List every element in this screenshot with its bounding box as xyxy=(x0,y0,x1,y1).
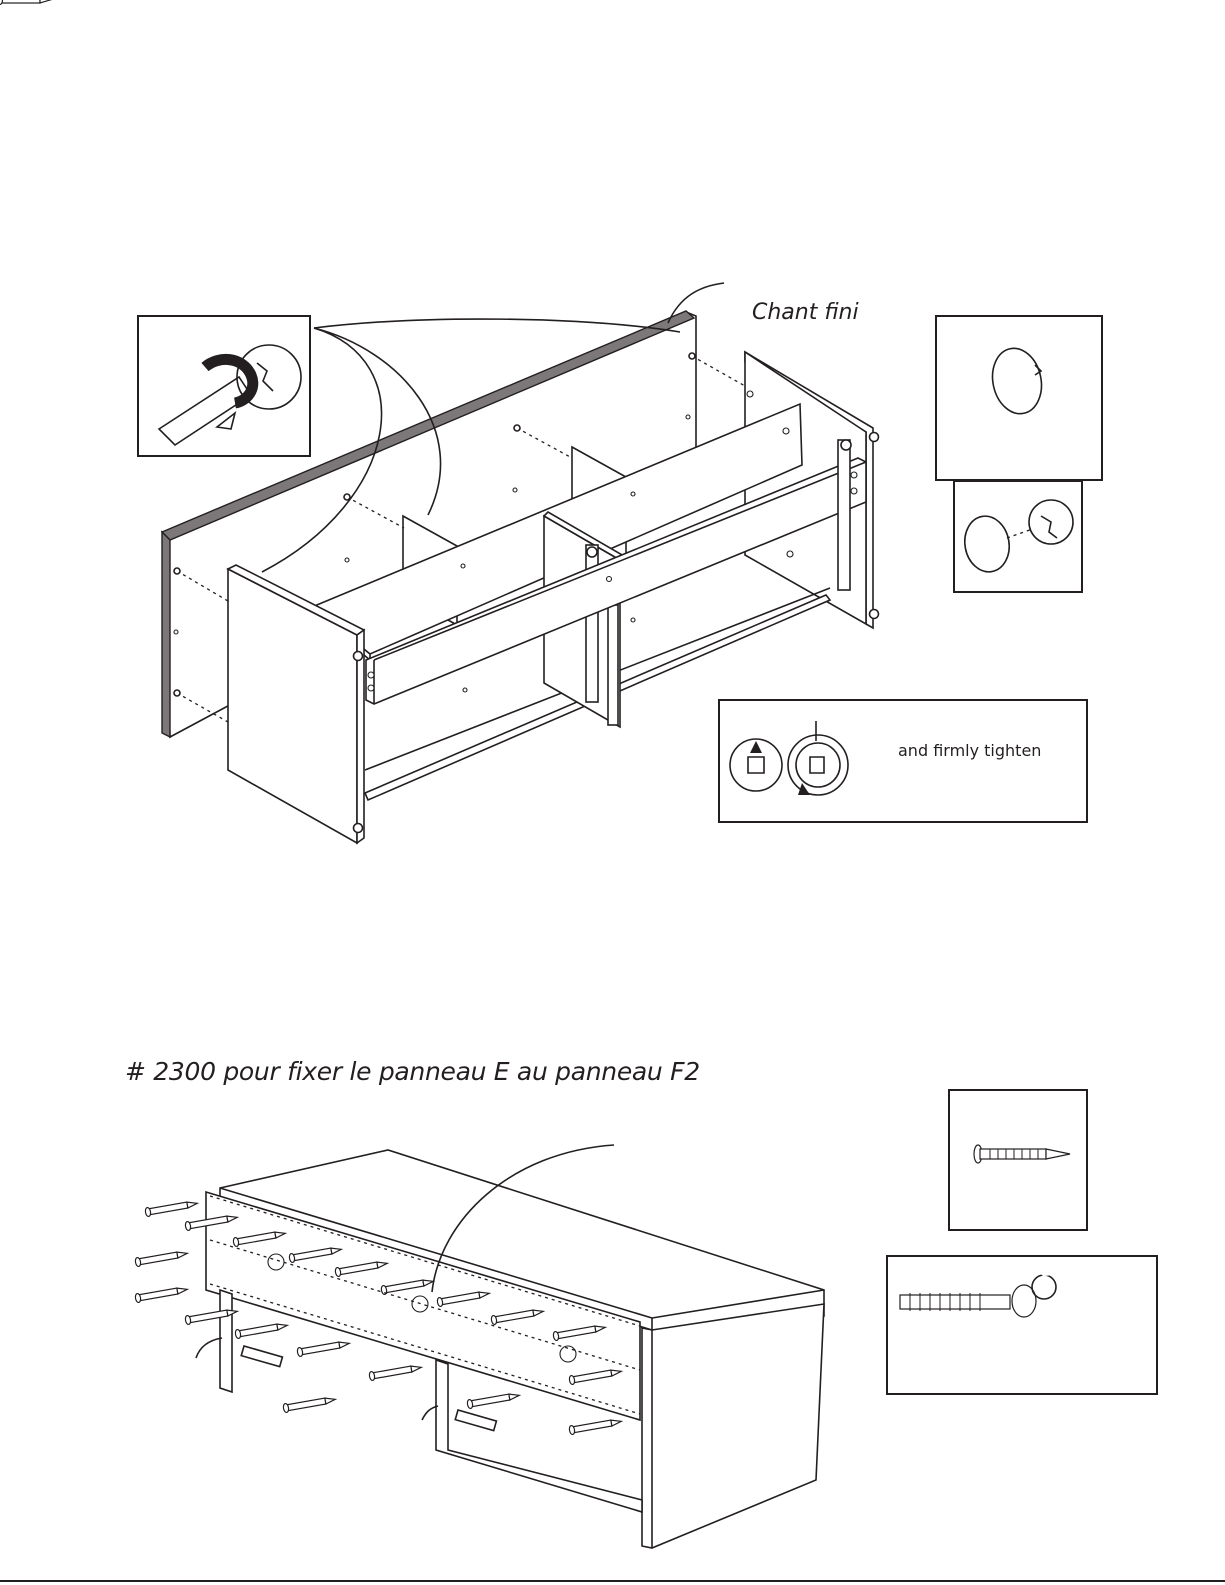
drawer-slide-right xyxy=(838,440,851,590)
allen-key-icon xyxy=(888,1257,1156,1393)
drawer-slide-left xyxy=(241,1346,282,1367)
cover-cap-icon xyxy=(937,317,1101,479)
modesty-panel xyxy=(206,1192,640,1420)
wood-screw-icon xyxy=(950,1091,1086,1229)
screw-guide-lines xyxy=(210,1196,640,1414)
inset-cover-cap xyxy=(935,315,1103,481)
finished-edge-label: Chant fini xyxy=(752,300,859,325)
inset-allen-key xyxy=(886,1255,1158,1395)
page-bottom-rule xyxy=(0,1580,1225,1582)
tighten-instruction-text: and firmly tighten xyxy=(898,741,1041,760)
cam-lock-rotation-icon xyxy=(720,701,1086,821)
cap-install-icon xyxy=(955,482,1081,591)
drawer-slide-center xyxy=(455,1410,496,1431)
inset-wood-screw xyxy=(948,1089,1088,1231)
inset-cap-install xyxy=(953,480,1083,593)
inset-cam-tighten xyxy=(137,315,311,457)
screwdriver-icon xyxy=(139,317,309,455)
right-leg xyxy=(642,1304,824,1548)
left-leg xyxy=(220,1290,232,1392)
tighten-instruction-box xyxy=(718,699,1088,823)
top-panel xyxy=(220,1150,824,1330)
step2-caption: # 2300 pour fixer le panneau E au pannea… xyxy=(125,1057,700,1086)
panel-leader xyxy=(432,1145,614,1292)
center-support xyxy=(436,1360,642,1512)
